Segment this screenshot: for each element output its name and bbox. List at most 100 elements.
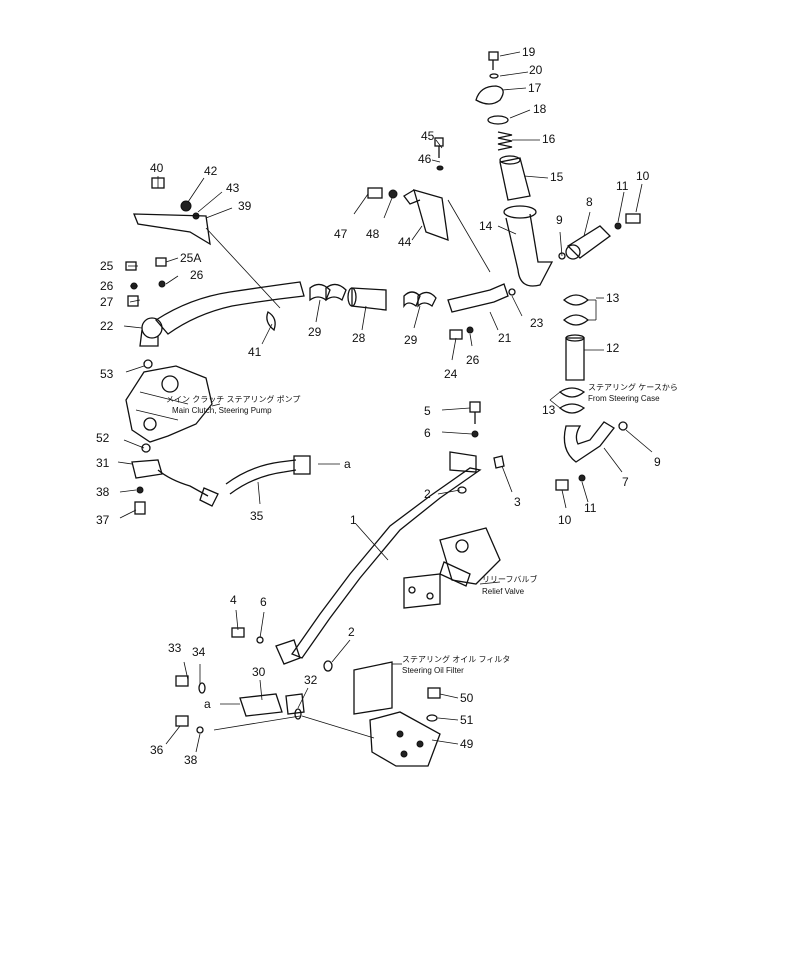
bolt-5	[469, 401, 481, 413]
tube-15	[499, 157, 531, 201]
callout-27: 27	[100, 295, 114, 309]
pipe-1	[290, 467, 482, 659]
bolt-10b	[555, 479, 569, 491]
pipe-31	[157, 469, 209, 497]
callout-15: 15	[550, 170, 564, 184]
hose-28-end	[347, 287, 357, 307]
o-ring-32	[294, 708, 302, 720]
filter-caption-jp: ステアリング オイル フィルタ	[402, 654, 510, 664]
callout-3: 3	[514, 495, 521, 509]
pump-port	[161, 375, 179, 393]
callout-34: 34	[192, 645, 206, 659]
relief-valve-body	[439, 527, 501, 585]
callout-36: 36	[150, 743, 164, 757]
callout-43: 43	[226, 181, 240, 195]
pump-shaft	[143, 417, 157, 431]
callout-10a: 10	[636, 169, 650, 183]
relief-valve-spool	[439, 561, 471, 587]
leader-39-41	[205, 227, 281, 309]
callout-16: 16	[542, 132, 556, 146]
washer-38b	[196, 726, 204, 734]
o-ring-9b	[618, 421, 628, 431]
callout-24: 24	[444, 367, 458, 381]
filter-caption-en: Steering Oil Filter	[402, 666, 464, 675]
washer-26b	[158, 280, 166, 288]
flange-31	[131, 459, 163, 479]
callout-35: 35	[250, 509, 264, 523]
pipe-14-flange	[503, 205, 537, 219]
pipe-14	[505, 213, 554, 287]
callout-6a: 6	[424, 426, 431, 440]
clamp-13d	[558, 403, 586, 414]
o-ring-2b	[323, 660, 333, 672]
bolt-47	[367, 187, 383, 199]
pump-caption-jp: メイン クラッチ ステアリング ポンプ	[166, 394, 300, 404]
callout-20: 20	[529, 63, 543, 77]
ref-a-top: a	[344, 457, 351, 471]
bolt-10a	[625, 213, 641, 224]
hose-41	[155, 281, 305, 335]
clamp-13a	[562, 294, 590, 306]
clamp-13b	[562, 314, 590, 326]
nut-48	[388, 189, 398, 199]
callout-30: 30	[252, 665, 266, 679]
clamp-29a-2	[325, 283, 347, 302]
bolt-50	[427, 687, 441, 699]
bolt-25a	[155, 257, 167, 267]
bolt-36	[175, 715, 189, 727]
pipe-1-block	[449, 451, 477, 473]
plug-27	[127, 295, 139, 307]
bolt-37	[134, 501, 146, 515]
callout-4: 4	[230, 593, 237, 607]
filler-cap-assembly	[475, 51, 554, 287]
callout-11b: 11	[584, 501, 597, 515]
ref-a-bottom: a	[204, 697, 211, 711]
callout-32: 32	[304, 673, 318, 687]
callout-12: 12	[606, 341, 620, 355]
filter-bolt-2	[416, 740, 424, 748]
filter-body	[369, 711, 441, 767]
callout-26c: 26	[466, 353, 480, 367]
elbow-7	[563, 421, 615, 463]
elbow-22	[141, 317, 163, 339]
pipe-31-end	[199, 487, 219, 507]
spring-16	[497, 131, 513, 151]
callout-23: 23	[530, 316, 544, 330]
callout-2b: 2	[348, 625, 355, 639]
callout-9b: 9	[654, 455, 661, 469]
elbow-22-body	[139, 329, 159, 347]
callout-49: 49	[460, 737, 474, 751]
tube-21	[447, 283, 509, 313]
hose-28	[351, 287, 387, 311]
hose-35-fitting	[293, 455, 311, 475]
callout-18: 18	[533, 102, 547, 116]
clip-41	[266, 311, 276, 332]
callout-labels: 19 20 17 18 16 15 14 45 46 47 48 44 9 8 …	[96, 45, 661, 767]
washer-20	[489, 73, 499, 79]
hose-8-end	[565, 244, 581, 260]
callout-26a: 26	[100, 279, 114, 293]
callout-29a: 29	[308, 325, 322, 339]
callout-47: 47	[334, 227, 348, 241]
callout-42: 42	[204, 164, 218, 178]
leader-38-32	[213, 715, 301, 731]
pump-body	[125, 365, 213, 443]
callout-6b: 6	[260, 595, 267, 609]
callout-2a: 2	[424, 487, 431, 501]
callout-21: 21	[498, 331, 512, 345]
callout-10b: 10	[558, 513, 572, 527]
callout-53: 53	[100, 367, 114, 381]
callout-38b: 38	[184, 753, 198, 767]
clamp-29b-2	[417, 291, 437, 308]
o-ring-18	[487, 115, 509, 125]
callout-leaders	[117, 51, 653, 753]
case-caption-en: From Steering Case	[588, 394, 660, 403]
plate-hole-1	[408, 586, 416, 594]
relief-caption-jp: リリーフバルブ	[482, 574, 538, 584]
hose-12-top	[565, 334, 585, 342]
callout-28: 28	[352, 331, 366, 345]
bolt-19	[488, 51, 499, 61]
bracket-44-assembly	[367, 137, 491, 273]
